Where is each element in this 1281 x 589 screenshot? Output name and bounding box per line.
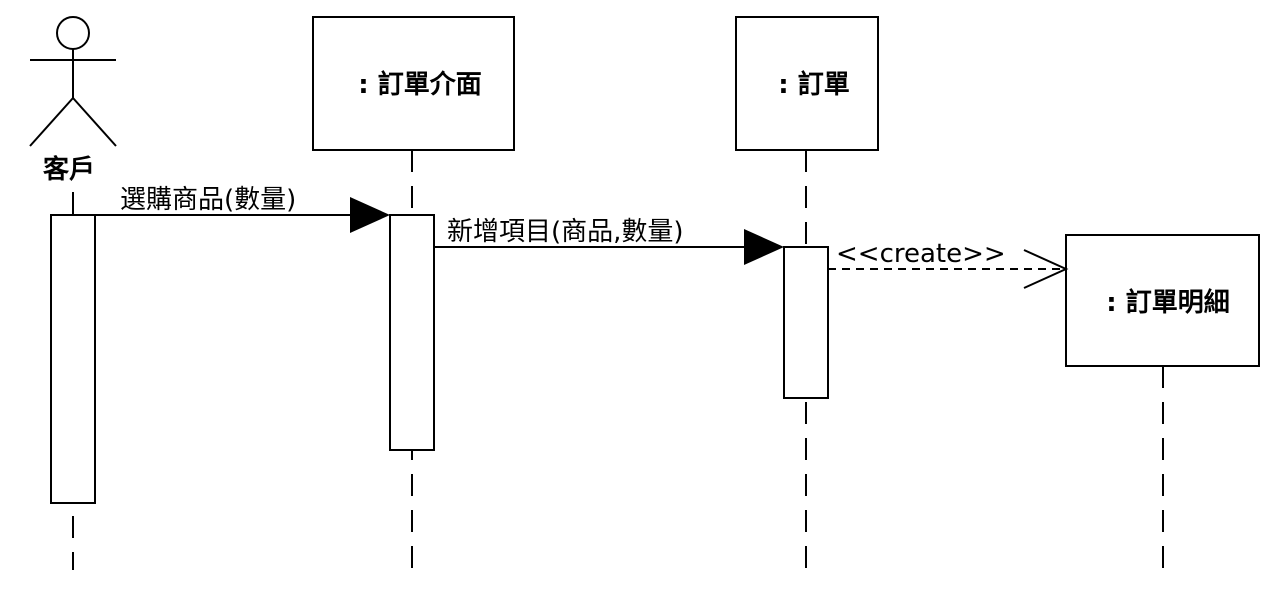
activation-customer <box>50 214 96 504</box>
actor-head <box>56 16 90 50</box>
participant-order: : 訂單 <box>735 16 879 151</box>
actor-right-leg <box>72 97 117 147</box>
actor-left-leg <box>29 97 74 147</box>
participant-label: : 訂單介面 <box>358 69 481 100</box>
activation-order <box>783 246 829 399</box>
filled-arrowhead-icon <box>350 197 390 233</box>
open-arrowhead-icon <box>1023 249 1069 289</box>
actor-customer: 客戶 <box>29 16 117 185</box>
participant-order-detail: : 訂單明細 <box>1065 234 1260 367</box>
message-label: 新增項目(商品,數量) <box>447 217 684 247</box>
activation-order-ui <box>389 214 435 451</box>
message-add-item: 新增項目(商品,數量) <box>434 217 784 265</box>
filled-arrowhead-icon <box>744 229 784 265</box>
participant-box <box>312 16 515 151</box>
message-label: <<create>> <box>836 239 1006 269</box>
participant-box <box>1065 234 1260 367</box>
participant-box <box>735 16 879 151</box>
participant-label: : 訂單明細 <box>1106 287 1229 318</box>
participant-label: : 訂單 <box>778 69 849 100</box>
message-create: <<create>> <box>828 239 1069 289</box>
message-select-product: 選購商品(數量) <box>95 185 390 233</box>
actor-label: 客戶 <box>43 154 95 185</box>
participant-order-ui: : 訂單介面 <box>312 16 515 151</box>
message-label: 選購商品(數量) <box>120 185 296 215</box>
